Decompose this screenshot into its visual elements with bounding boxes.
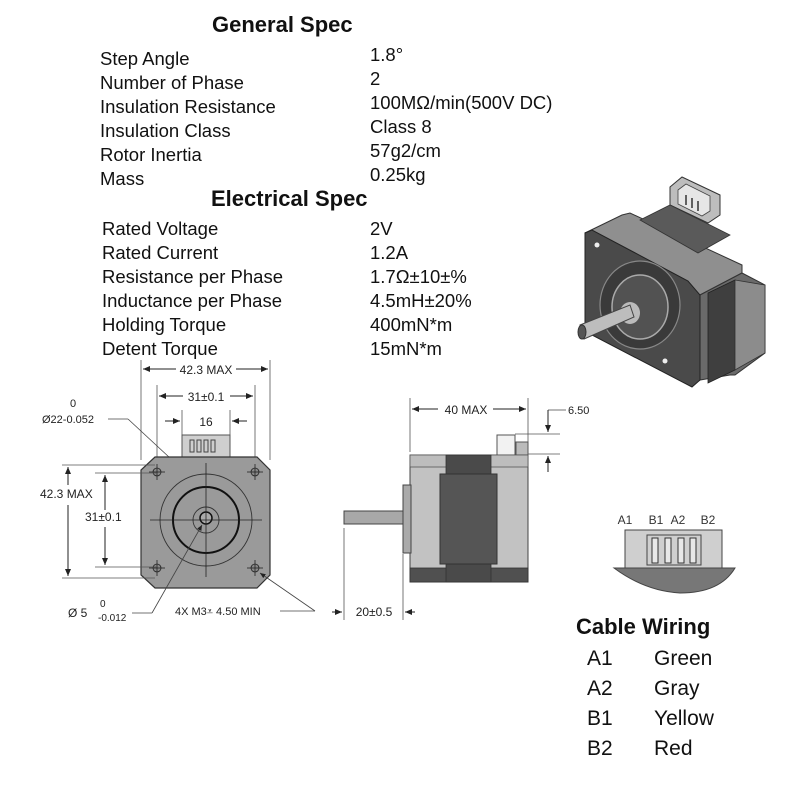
spec-value: 1.8° — [370, 44, 404, 65]
side-length-dim: 40 MAX — [445, 403, 488, 417]
side-shaft-length-dim: 20±0.5 — [356, 605, 393, 619]
pin-label: A2 — [671, 513, 686, 527]
connector-pin — [677, 537, 685, 564]
spec-label: Inductance per Phase — [102, 290, 282, 311]
electrical-spec-heading: Electrical Spec — [211, 186, 368, 211]
front-connector-dim: 16 — [199, 415, 213, 429]
side-flange — [402, 484, 412, 554]
motor-top-edge — [612, 567, 736, 594]
pin-label: B1 — [649, 513, 664, 527]
boss-tol-upper: 0 — [70, 398, 76, 410]
wire-pin: B1 — [587, 707, 613, 730]
pin-label: A1 — [618, 513, 633, 527]
boss-dim: Ø22-0.052 — [42, 414, 94, 426]
spec-value: 2 — [370, 68, 381, 89]
mount-hole-note: 4X M3⩡ 4.50 MIN — [175, 606, 261, 618]
connector-pin — [689, 537, 697, 564]
spec-label: Step Angle — [100, 48, 190, 69]
spec-label: Insulation Class — [100, 120, 231, 141]
connector-socket — [677, 183, 711, 217]
spec-label: Number of Phase — [100, 72, 244, 93]
shaft-dim: Ø 5 — [68, 606, 88, 620]
front-hole-spacing-v-dim: 31±0.1 — [85, 510, 122, 524]
shaft-tol-upper: 0 — [100, 599, 106, 610]
cable-wiring-heading: Cable Wiring — [576, 614, 711, 639]
side-connector — [496, 434, 516, 456]
cable-wiring-table: A1 Green A2 Gray B1 Yellow B2 Red — [587, 647, 767, 777]
front-connector — [181, 434, 231, 458]
connector-pin-view: A1 B1 A2 B2 — [612, 513, 736, 594]
motor-isometric-image — [577, 176, 766, 388]
spec-label: Holding Torque — [102, 314, 227, 335]
front-height-dim: 42.3 MAX — [40, 487, 93, 501]
spec-value: 2V — [370, 218, 393, 239]
pin-label: B2 — [701, 513, 716, 527]
general-spec-heading: General Spec — [212, 12, 353, 37]
spec-label: Rated Voltage — [102, 218, 219, 239]
spec-value: 1.7Ω±10±% — [370, 266, 467, 287]
spec-value: 4.5mH±20% — [370, 290, 472, 311]
wire-color: Green — [654, 647, 713, 670]
spec-value: 57g2/cm — [370, 140, 441, 161]
spec-value: 400mN*m — [370, 314, 453, 335]
connector-pin — [651, 537, 659, 564]
spec-value: 1.2A — [370, 242, 409, 263]
wire-color: Yellow — [654, 707, 714, 730]
wire-pin: A2 — [587, 677, 613, 700]
side-connector-height-dim: 6.50 — [568, 405, 589, 417]
connector-pin — [664, 537, 672, 564]
spec-value: 0.25kg — [370, 164, 426, 185]
spec-value: Class 8 — [370, 116, 432, 137]
spec-label: Rotor Inertia — [100, 144, 202, 165]
shaft-tol-lower: -0.012 — [98, 613, 127, 624]
wire-pin: A1 — [587, 647, 613, 670]
front-hole-spacing-dim: 31±0.1 — [188, 390, 225, 404]
spec-value: 15mN*m — [370, 338, 442, 359]
spec-label: Mass — [100, 168, 145, 189]
spec-label: Insulation Resistance — [100, 96, 276, 117]
side-shaft — [343, 510, 404, 525]
spec-value: 100MΩ/min(500V DC) — [370, 92, 553, 113]
wire-pin: B2 — [587, 737, 613, 760]
front-width-dim: 42.3 MAX — [180, 363, 233, 377]
side-view-drawing: 40 MAX 6.50 20±0.5 — [332, 398, 589, 620]
wire-color: Gray — [654, 677, 700, 700]
wire-color: Red — [654, 737, 693, 760]
front-view-drawing: 42.3 MAX 31±0.1 16 0 Ø22-0.052 42.3 MAX — [40, 360, 316, 624]
spec-label: Rated Current — [102, 242, 219, 263]
spec-label: Resistance per Phase — [102, 266, 283, 287]
spec-label: Detent Torque — [102, 338, 218, 359]
